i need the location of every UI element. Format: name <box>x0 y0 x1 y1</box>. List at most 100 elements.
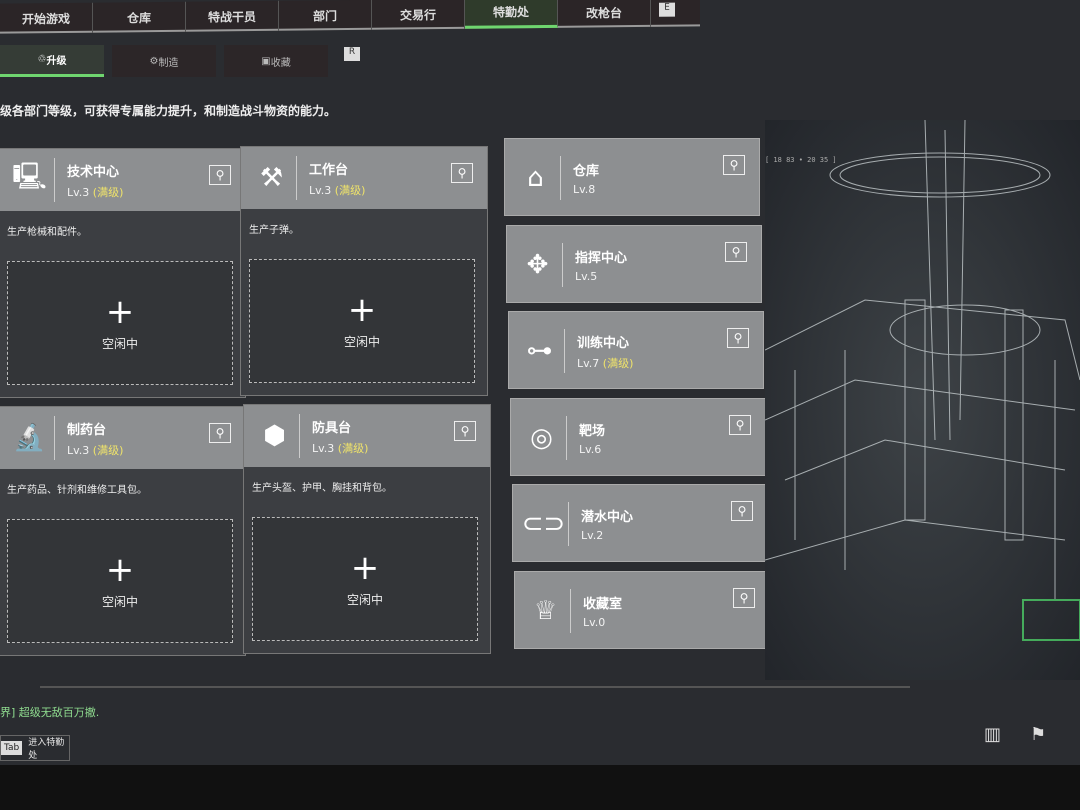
search-icon[interactable]: ⚲ <box>723 155 745 175</box>
subtab[interactable]: ⚙ 制造 <box>112 45 216 77</box>
department-level: Lv.3 (满级) <box>67 185 124 199</box>
subtab-label: 收藏 <box>270 57 291 69</box>
production-slot[interactable]: + 空闲中 <box>7 519 233 643</box>
scene-coordinates: [ 18 83 • 20 35 ] <box>765 156 837 164</box>
command-icon: ✥ <box>513 242 563 287</box>
plus-icon: + <box>105 291 135 332</box>
card-header: ♕ 收藏室 Lv.0 ⚲ <box>515 572 769 650</box>
top-nav: 开始游戏仓库特战干员部门交易行特勤处改枪台 E <box>0 0 700 34</box>
subtab[interactable]: ▣ 收藏 <box>224 45 328 77</box>
production-slot[interactable]: +空闲中 <box>252 517 478 641</box>
trophy-icon: ♕ <box>521 588 571 633</box>
department-card[interactable]: ◎ 靶场 Lv.6 ⚲ <box>510 397 766 477</box>
plus-icon: + <box>105 549 135 590</box>
nav-tab[interactable]: 部门 <box>279 0 372 31</box>
department-level: Lv.0 <box>583 615 606 629</box>
department-card[interactable]: ⊂⊃ 潜水中心 Lv.2 ⚲ <box>512 484 768 562</box>
card-header: ⌂ 仓库 Lv.8 ⚲ <box>505 139 759 217</box>
stats-chart-icon[interactable]: ▥ <box>984 724 1002 745</box>
department-level: Lv.6 <box>579 442 602 456</box>
department-name: 制药台 <box>67 422 107 438</box>
department-card[interactable]: ⬢ 防具台 Lv.3 (满级) ⚲ 生产头盔、护甲、胸挂和背包。 +空闲中 <box>243 404 491 654</box>
nav-tab[interactable]: 特勤处 <box>465 0 558 29</box>
search-icon[interactable]: ⚲ <box>727 328 749 348</box>
department-card[interactable]: ⊶ 训练中心 Lv.7 (满级) ⚲ <box>508 311 764 389</box>
slot-status: 空闲中 <box>101 336 138 351</box>
department-level: Lv.3 (满级) <box>67 443 124 457</box>
department-name: 训练中心 <box>577 335 630 351</box>
search-icon[interactable]: ⚲ <box>729 414 751 435</box>
department-card[interactable]: 🖳 技术中心 Lv.3 (满级) ⚲ 生产枪械和配件。 + 空闲中 <box>0 148 246 398</box>
flag-icon[interactable]: ⚑ <box>1030 724 1047 745</box>
department-name: 仓库 <box>573 164 600 179</box>
card-header: ◎ 靶场 Lv.6 ⚲ <box>511 399 765 477</box>
card-header: 🔬 制药台 Lv.3 (满级) ⚲ <box>0 407 245 469</box>
scrollbar[interactable] <box>40 686 910 688</box>
page-description: 级各部门等级，可获得专属能力提升，和制造战斗物资的能力。 <box>0 104 337 118</box>
subtab[interactable]: ♲ 升级 <box>0 45 104 77</box>
card-header: ⊶ 训练中心 Lv.7 (满级) ⚲ <box>509 312 763 390</box>
tools-icon: ⚒ <box>247 156 297 200</box>
department-level: Lv.8 <box>573 183 596 196</box>
card-header: ⚒ 工作台 Lv.3 (满级) ⚲ <box>241 147 487 209</box>
department-name: 收藏室 <box>583 596 623 612</box>
slot-status: 空闲中 <box>343 334 380 349</box>
subtab-next-key[interactable]: R <box>344 47 360 61</box>
department-name: 工作台 <box>309 162 349 178</box>
enter-label: 进入特勤处 <box>28 738 65 761</box>
computer-icon: 🖳 <box>5 158 55 202</box>
warehouse-icon: ⌂ <box>511 156 561 200</box>
microscope-icon: 🔬 <box>5 416 55 460</box>
department-name: 技术中心 <box>67 164 120 180</box>
card-header: ⬢ 防具台 Lv.3 (满级) ⚲ <box>244 405 490 467</box>
plus-icon: + <box>347 289 377 330</box>
department-level: Lv.3 (满级) <box>312 441 369 455</box>
subtab-label: 制造 <box>158 57 179 69</box>
department-card[interactable]: ⌂ 仓库 Lv.8 ⚲ <box>504 138 760 216</box>
target-icon: ◎ <box>517 415 567 460</box>
department-level: Lv.2 <box>581 529 604 542</box>
nav-tab[interactable]: 交易行 <box>372 0 465 30</box>
production-slot[interactable]: + 空闲中 <box>249 259 475 383</box>
department-level: Lv.3 (满级) <box>309 183 366 197</box>
search-icon[interactable]: ⚲ <box>451 163 473 183</box>
search-icon[interactable]: ⚲ <box>209 423 231 443</box>
department-desc: 生产头盔、护甲、胸挂和背包。 <box>252 483 392 494</box>
card-header: 🖳 技术中心 Lv.3 (满级) ⚲ <box>0 149 245 211</box>
department-card[interactable]: 🔬 制药台 Lv.3 (满级) ⚲ 生产药品、针剂和维修工具包。 + 空闲中 <box>0 406 246 656</box>
craft-icon: ⚙ <box>149 55 159 67</box>
production-slot[interactable]: + 空闲中 <box>7 261 233 385</box>
department-card[interactable]: ♕ 收藏室 Lv.0 ⚲ <box>514 570 770 650</box>
dumbbell-icon: ⊶ <box>515 329 565 373</box>
upgrade-icon: ♲ <box>37 54 47 65</box>
nav-tab[interactable]: 仓库 <box>93 1 186 33</box>
diving-mask-icon: ⊂⊃ <box>519 502 569 546</box>
department-level: Lv.7 (满级) <box>577 356 634 370</box>
department-name: 潜水中心 <box>581 510 634 525</box>
department-desc: 生产枪械和配件。 <box>7 227 87 238</box>
search-icon[interactable]: ⚲ <box>454 421 476 441</box>
chat-message: 界] 超级无敌百万撤. <box>0 706 100 719</box>
search-icon[interactable]: ⚲ <box>733 587 755 608</box>
armor-icon: ⬢ <box>250 414 300 458</box>
search-icon[interactable]: ⚲ <box>731 501 753 521</box>
department-level: Lv.5 <box>575 269 598 283</box>
nav-tab[interactable]: 改枪台 <box>558 0 651 28</box>
nav-tab[interactable]: 开始游戏 <box>0 2 93 34</box>
department-name: 靶场 <box>579 423 606 439</box>
nav-next-key[interactable]: E <box>659 2 675 17</box>
department-desc: 生产药品、针剂和维修工具包。 <box>7 485 147 496</box>
search-icon[interactable]: ⚲ <box>725 241 747 262</box>
department-name: 防具台 <box>312 420 352 436</box>
department-name: 指挥中心 <box>575 250 628 266</box>
slot-status: 空闲中 <box>101 594 138 609</box>
base-3d-view <box>764 119 1080 680</box>
nav-tab[interactable]: 特战干员 <box>186 0 279 32</box>
monitor-bezel <box>0 765 1080 810</box>
subtab-label: 升级 <box>46 56 67 67</box>
search-icon[interactable]: ⚲ <box>209 165 231 185</box>
department-card[interactable]: ✥ 指挥中心 Lv.5 ⚲ <box>506 224 762 303</box>
